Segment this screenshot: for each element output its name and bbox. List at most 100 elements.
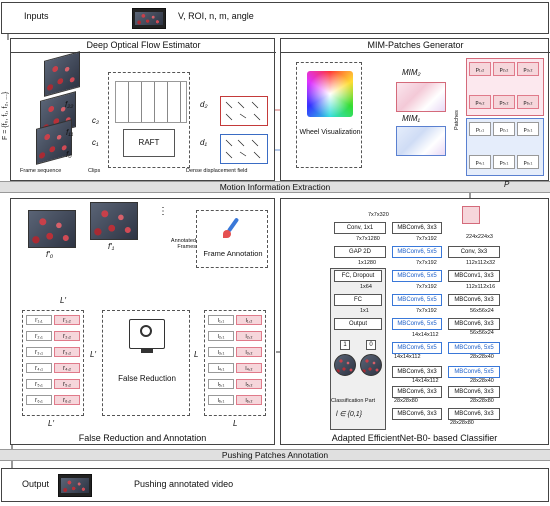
dim-label: 112x112x16	[466, 284, 496, 290]
class-1-label: 1	[340, 340, 350, 350]
patch: p₂,₂	[493, 62, 515, 76]
patch: p₆,₂	[517, 95, 539, 109]
false-reduction-box: False Reduction	[102, 310, 190, 416]
fc-node: FC	[334, 294, 382, 306]
dim-label: 28x28x40	[470, 354, 494, 360]
l-label-mid: L	[194, 350, 199, 359]
list-cell: l₆,₂	[236, 395, 262, 405]
motion-information-band: Motion Information Extraction	[0, 181, 550, 193]
mbconv-node: MBConv6, 5x5	[392, 318, 442, 330]
label-list-box: l₁,₁ l₂,₁ l₃,₁ l₄,₁ l₅,₁ l₆,₁ l₁,₂ l₂,₂ …	[204, 310, 266, 416]
list-cell: l′₅,₂	[54, 379, 80, 389]
lprime-label-mid: L′	[90, 350, 96, 359]
annotated-frame-0	[28, 210, 76, 248]
frame-annotation-label: Frame Annotation	[203, 249, 263, 258]
mbconv-node: MBConv6, 3x3	[392, 408, 442, 420]
list-cell: l′₁,₂	[54, 315, 80, 325]
dim-label: 56x56x24	[470, 308, 494, 314]
frame-annotation-box: Frame Annotation	[196, 210, 268, 268]
dim-label: 1x64	[360, 284, 372, 290]
clip-label-1: c₁	[92, 138, 99, 147]
dim-label: 28x28x80	[470, 398, 494, 404]
list-cell: l₂,₂	[236, 331, 262, 341]
dim-label: 7x7x320	[368, 212, 389, 218]
dim-label: 14x14x112	[412, 378, 439, 384]
dense-field-label: Dense displacement field	[186, 168, 248, 174]
raft-box: RAFT	[108, 72, 190, 168]
mbconv-node: MBConv6, 5x5	[448, 342, 500, 354]
list-cell: l₃,₂	[236, 347, 262, 357]
class-1-sample	[334, 354, 356, 376]
input-video-thumbnail	[132, 8, 166, 29]
list-cell: l₅,₁	[208, 379, 234, 389]
mbconv-node: MBConv6, 5x5	[392, 270, 442, 282]
frame-label-0: f₀	[66, 150, 72, 159]
output-video-thumbnail	[58, 474, 92, 497]
dim-label: 7x7x192	[416, 308, 437, 314]
list-cell: l₁,₁	[208, 315, 234, 325]
classifier-section-title: Adapted EfficientNet-B0- based Classifie…	[331, 433, 498, 443]
flow-field-2	[220, 96, 268, 126]
annotated-frame-1	[90, 202, 138, 240]
dim-label: 224x224x3	[466, 234, 493, 240]
frame-sequence-label: Frame sequence	[20, 168, 62, 174]
frames-ellipsis: ⋮	[158, 206, 168, 217]
mbconv-node: MBConv6, 3x3	[448, 408, 500, 420]
mbconv-node: MBConv6, 3x3	[448, 294, 500, 306]
mbconv-node: MBConv6, 5x5	[392, 246, 442, 258]
frame-label-22: f₂₂	[65, 100, 74, 109]
mim-image-2	[396, 82, 446, 112]
dim-label: 14x14x112	[394, 354, 421, 360]
list-cell: l₂,₁	[208, 331, 234, 341]
list-cell: l′₆,₁	[26, 395, 52, 405]
patch-input-thumb	[462, 206, 480, 224]
disp-label-2: d₂	[200, 100, 208, 109]
classification-part-label: Classification Part	[331, 398, 376, 404]
dim-label: 1x1280	[358, 260, 377, 266]
mbconv-node: MBConv6, 3x3	[448, 386, 500, 398]
frame-f1-label: f′₁	[108, 242, 115, 251]
output-text: Pushing annotated video	[134, 479, 234, 489]
class-0-label: 0	[366, 340, 376, 350]
disp-label-1: d₁	[200, 138, 207, 147]
list-cell: l′₅,₁	[26, 379, 52, 389]
p-label: P	[504, 180, 510, 189]
mim-label-1: MIM₁	[402, 114, 421, 123]
inputs-box: Inputs V, ROI, n, m, angle	[1, 2, 549, 34]
false-reduction-section-title: False Reduction and Annotation	[78, 433, 207, 443]
dim-label: 7x7x192	[416, 236, 437, 242]
raft-label: RAFT	[123, 129, 175, 157]
patch: p₄,₁	[469, 155, 491, 169]
patch-grid-bottom: p₁,₁ p₂,₁ p₃,₁ p₄,₁ p₅,₁ p₆,₁	[466, 118, 544, 176]
pushing-patches-band: Pushing Patches Annotation	[0, 449, 550, 461]
conv1x1-node: Conv, 1x1	[334, 222, 386, 234]
list-cell: l′₃,₂	[54, 347, 80, 357]
list-cell: l′₁,₁	[26, 315, 52, 325]
output-node: Output	[334, 318, 382, 330]
output-label: Output	[22, 479, 50, 489]
annotated-frames-label: Annotated Frames	[170, 238, 196, 250]
dim-label: 14x14x112	[412, 332, 439, 338]
monitor-gear-icon	[129, 319, 165, 349]
patch: p₃,₁	[517, 122, 539, 136]
flow-field-1	[220, 134, 268, 164]
patches-label: Patches	[454, 110, 460, 130]
gap2d-node: GAP 2D	[334, 246, 386, 258]
list-cell: l₆,₁	[208, 395, 234, 405]
mbconv-node: MBConv6, 5x5	[392, 342, 442, 354]
mbconv-node: MBConv6, 5x5	[392, 294, 442, 306]
list-cell: l′₂,₂	[54, 331, 80, 341]
patch: p₄,₂	[469, 95, 491, 109]
mbconv-node: MBConv6, 3x3	[392, 222, 442, 234]
wheel-label: Wheel Visualization	[299, 129, 361, 136]
dim-label: 1x1	[360, 308, 369, 314]
mbconv-node: MBConv6, 3x3	[392, 366, 442, 378]
dim-label: 28x28x40	[470, 378, 494, 384]
mim-generator-title: MIM-Patches Generator	[367, 40, 464, 50]
annotated-list-box: l′₁,₁ l′₂,₁ l′₃,₁ l′₄,₁ l′₅,₁ l′₆,₁ l′₁,…	[22, 310, 84, 416]
mbconv1-node: MBConv1, 3x3	[448, 270, 500, 282]
lprime-label-top: L′	[60, 296, 66, 305]
patch: p₅,₁	[493, 155, 515, 169]
fc-dropout-node: FC, Dropout	[334, 270, 382, 282]
